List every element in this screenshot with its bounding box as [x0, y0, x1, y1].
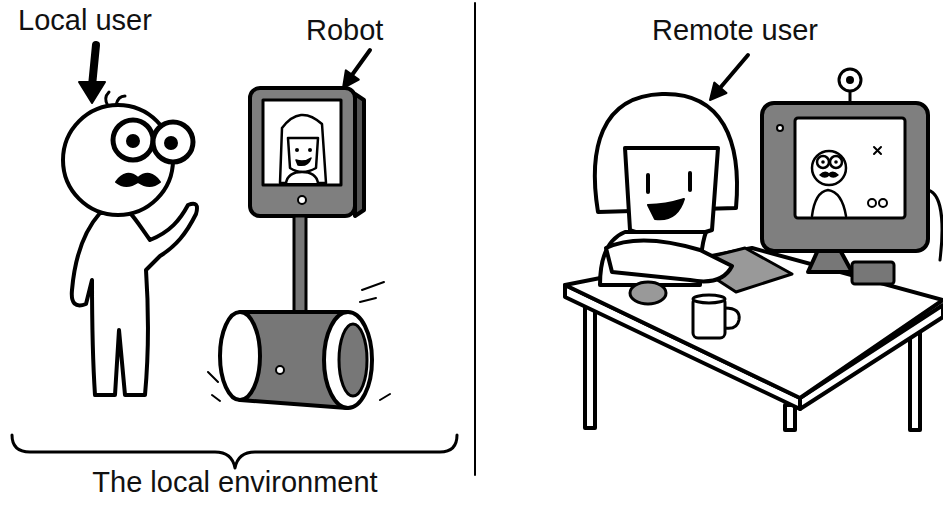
monitor: [874, 147, 881, 154]
callout-label: The local environment: [92, 466, 377, 499]
remote-user-figure: [606, 240, 732, 281]
telepresence-robot: [280, 115, 326, 183]
monitor: [868, 199, 876, 207]
telepresence-robot: [250, 88, 355, 216]
monitor: [762, 103, 928, 251]
local-user-figure: [166, 138, 176, 148]
telepresence-robot: [298, 196, 306, 204]
remote-user-figure: [630, 282, 666, 304]
desk: [785, 405, 795, 430]
local-user-figure: [72, 204, 197, 395]
callout-label: Local user: [18, 4, 152, 37]
local-user-figure: [116, 174, 160, 186]
remote-user-figure: [725, 308, 739, 328]
remote-user-figure: [648, 199, 684, 219]
leader-arrow: [79, 82, 105, 103]
leader-arrow: [343, 50, 370, 88]
local-user-figure: [128, 136, 138, 146]
telepresence-robot: [339, 324, 367, 396]
telepresence-robot: [296, 158, 311, 165]
monitor: [808, 250, 852, 272]
leader-arrow: [352, 50, 370, 75]
telepresence-robot: [208, 282, 390, 401]
local-user-figure: [63, 92, 197, 395]
illustration: [12, 3, 943, 475]
monitor: [842, 102, 858, 105]
callout-label: Robot: [306, 14, 383, 47]
monitor: [839, 69, 861, 91]
telepresence-robot: [276, 366, 284, 374]
monitor: [812, 151, 846, 185]
leader-arrow: [343, 70, 359, 88]
monitor: [817, 156, 829, 168]
telepresence-robot: [288, 138, 318, 172]
leader-arrow: [92, 45, 96, 86]
remote-user-figure: [688, 173, 692, 190]
monitor: [830, 156, 842, 168]
local-user-figure: [63, 105, 173, 215]
telepresence-robot: [208, 88, 390, 408]
local-user-figure: [113, 120, 153, 160]
leader-arrow: [720, 55, 748, 88]
monitor: [777, 125, 783, 131]
monitor: [879, 199, 887, 207]
monitor: [762, 69, 942, 284]
leader-arrow: [710, 83, 727, 100]
telepresence-robot: [220, 312, 260, 400]
telepresence-robot: [263, 100, 341, 185]
monitor: [795, 118, 905, 218]
curly-bracket: [12, 435, 457, 468]
leader-arrow: [710, 55, 748, 100]
monitor: [812, 190, 846, 216]
telepresence-robot: [294, 216, 306, 316]
monitor: [928, 190, 942, 260]
remote-user-figure: [646, 175, 650, 192]
telepresence-robot: [308, 148, 312, 152]
monitor: [821, 160, 825, 164]
leader-arrow: [79, 45, 105, 103]
monitor: [846, 76, 854, 84]
monitor: [834, 160, 838, 164]
monitor: [852, 262, 894, 284]
telepresence-robot: [324, 312, 372, 408]
monitor: [820, 172, 838, 177]
telepresence-robot: [286, 172, 318, 183]
local-user-figure: [153, 122, 193, 162]
telepresence-robot: [295, 148, 299, 152]
remote-user-figure: [693, 295, 725, 303]
callout-label: Remote user: [652, 14, 818, 47]
desk: [585, 296, 595, 428]
remote-user-figure: [625, 148, 718, 238]
divider-line: [474, 3, 476, 475]
